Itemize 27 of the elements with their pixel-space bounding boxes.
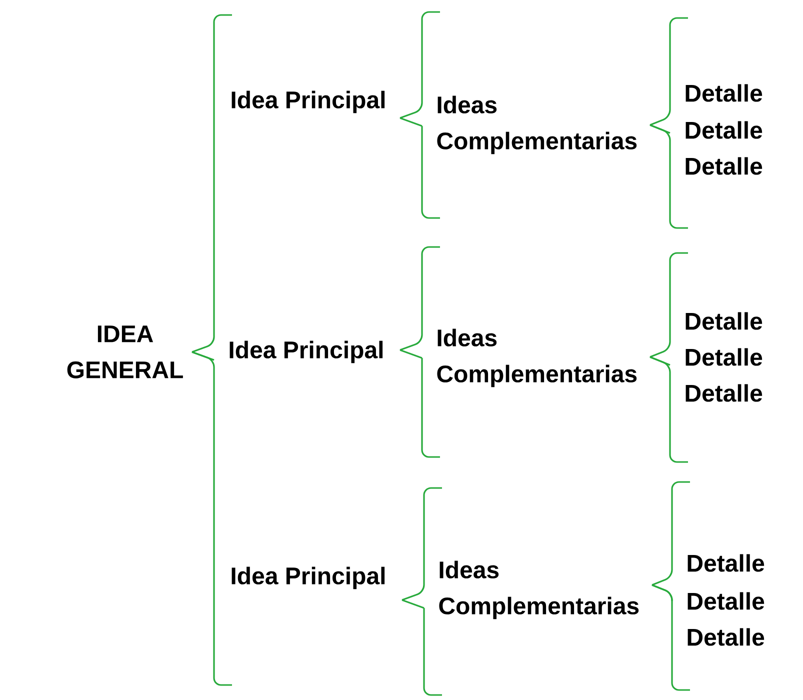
principal-idea-text: Idea Principal (232, 90, 385, 114)
brace (649, 17, 689, 126)
brace (399, 11, 441, 219)
brace (649, 252, 689, 358)
complementary-ideas-text: Ideas Complementarias (437, 328, 637, 388)
brace (399, 246, 441, 458)
detail-text: Detalle (686, 121, 762, 139)
detail-text: Detalle (686, 157, 762, 175)
detail-text: Detalle (688, 628, 764, 646)
detail-text: Detalle (686, 348, 762, 366)
detail-text: Detalle (688, 592, 764, 610)
complementary-ideas-text: Ideas Complementarias (437, 96, 637, 154)
detail-text: Detalle (686, 84, 762, 102)
complementary-ideas-text: Ideas Complementarias (439, 560, 639, 620)
detail-text: Detalle (688, 554, 764, 572)
main-idea-text: IDEA GENERAL (67, 326, 183, 378)
detail-text: Detalle (686, 312, 762, 330)
brace (649, 124, 689, 229)
principal-idea-text: Idea Principal (232, 566, 385, 590)
brace (651, 584, 691, 691)
brace (191, 14, 233, 353)
brace (651, 481, 691, 586)
principal-idea-text: Idea Principal (230, 340, 383, 364)
detail-text: Detalle (686, 384, 762, 402)
brace (649, 356, 689, 463)
brace (191, 351, 233, 686)
brace (401, 487, 443, 696)
